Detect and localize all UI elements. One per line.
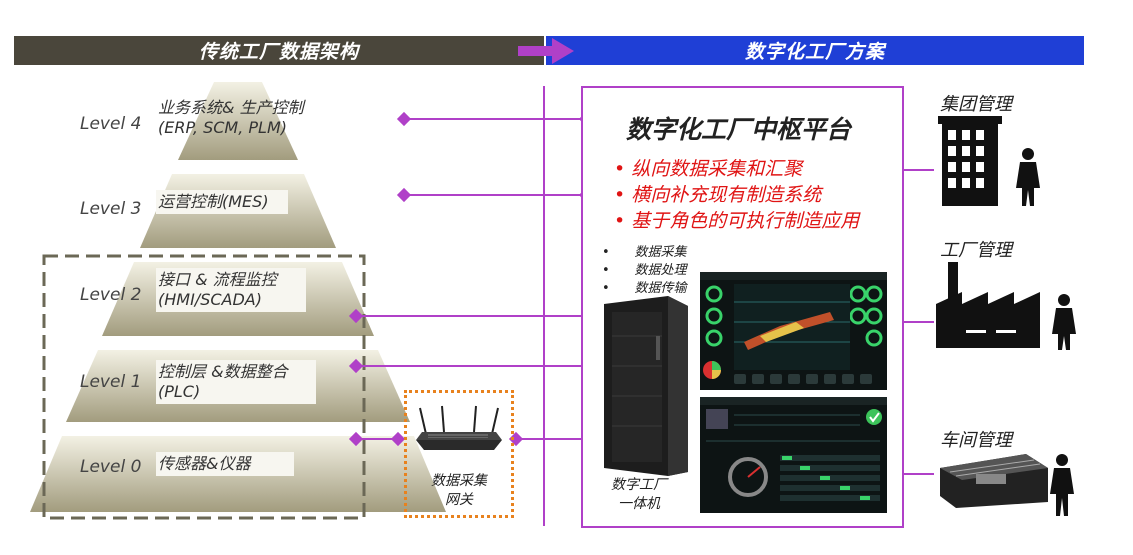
ot-dashed-boundary bbox=[42, 254, 366, 520]
level-3-desc-box bbox=[156, 190, 288, 214]
level-1-desc-box bbox=[156, 360, 316, 404]
dashboard-screen-top bbox=[700, 272, 887, 390]
level-3-label: Level 3 bbox=[80, 199, 142, 219]
factory-management-label: 工厂管理 bbox=[940, 240, 1012, 261]
platform-bullet-3-text: 基于角色的可执行制造应用 bbox=[631, 210, 860, 232]
level-4-desc-line2: (ERP, SCM, PLM) bbox=[158, 118, 287, 137]
server-cabinet-icon bbox=[604, 296, 688, 476]
router-icon bbox=[416, 405, 502, 450]
gateway-caption: 数据采集 网关 bbox=[408, 472, 510, 510]
feature-2-text: 数据处理 bbox=[634, 263, 687, 278]
machine-caption-line1: 数字工厂 bbox=[611, 477, 667, 493]
level-2-desc-line2: (HMI/SCADA) bbox=[158, 290, 262, 309]
level-0-desc-box bbox=[156, 452, 294, 476]
level-1-desc-line1: 控制层 &数据整合 bbox=[158, 362, 288, 381]
level-1-label: Level 1 bbox=[80, 372, 142, 392]
level-0-label: Level 0 bbox=[80, 457, 142, 477]
platform-bullet-2: • 横向补充现有制造系统 bbox=[614, 184, 822, 206]
dashboard-screen-bottom bbox=[700, 397, 887, 513]
factory-icon bbox=[936, 262, 1076, 350]
arrow-right-icon bbox=[518, 38, 574, 64]
machine-caption-line2: 一体机 bbox=[618, 496, 660, 512]
feature-3-text: 数据传输 bbox=[634, 281, 687, 296]
digital-factory-banner: 数字化工厂方案 bbox=[546, 36, 1084, 65]
platform-title: 数字化工厂中枢平台 bbox=[626, 115, 852, 144]
level-2-desc-box bbox=[156, 268, 306, 312]
platform-bullet-2-text: 横向补充现有制造系统 bbox=[631, 184, 822, 206]
level-2-desc-line1: 接口 & 流程监控 bbox=[158, 270, 277, 289]
section-divider bbox=[543, 86, 545, 526]
level-4-label: Level 4 bbox=[80, 114, 142, 134]
traditional-architecture-banner: 传统工厂数据架构 bbox=[14, 36, 544, 65]
feature-1-text: 数据采集 bbox=[634, 245, 687, 260]
gateway-box bbox=[404, 390, 514, 518]
platform-bullet-1: • 纵向数据采集和汇聚 bbox=[614, 158, 803, 180]
office-building-icon bbox=[938, 116, 1040, 206]
level-2-label: Level 2 bbox=[80, 285, 142, 305]
group-management-label: 集团管理 bbox=[940, 94, 1012, 115]
gateway-caption-line2: 网关 bbox=[445, 492, 473, 508]
platform-bullet-1-text: 纵向数据采集和汇聚 bbox=[631, 158, 803, 180]
platform-bullet-3: • 基于角色的可执行制造应用 bbox=[614, 210, 860, 232]
workshop-machine-icon bbox=[940, 454, 1074, 516]
feature-1: • 数据采集 bbox=[602, 245, 687, 260]
level-4-desc-line1: 业务系统& 生产控制 bbox=[158, 98, 304, 117]
level-3-desc-line1: 运营控制(MES) bbox=[158, 192, 269, 211]
level-0-desc-line1: 传感器&仪器 bbox=[158, 454, 251, 473]
gateway-caption-line1: 数据采集 bbox=[431, 473, 487, 489]
level-1-desc-line2: (PLC) bbox=[158, 382, 201, 401]
traditional-architecture-title: 传统工厂数据架构 bbox=[198, 41, 359, 63]
feature-3: • 数据传输 bbox=[602, 281, 687, 296]
pyramid-level-4 bbox=[178, 82, 298, 160]
machine-caption: 数字工厂 一体机 bbox=[596, 476, 682, 514]
workshop-management-label: 车间管理 bbox=[940, 430, 1012, 451]
digital-factory-title: 数字化工厂方案 bbox=[744, 41, 885, 63]
feature-2: • 数据处理 bbox=[602, 263, 687, 278]
